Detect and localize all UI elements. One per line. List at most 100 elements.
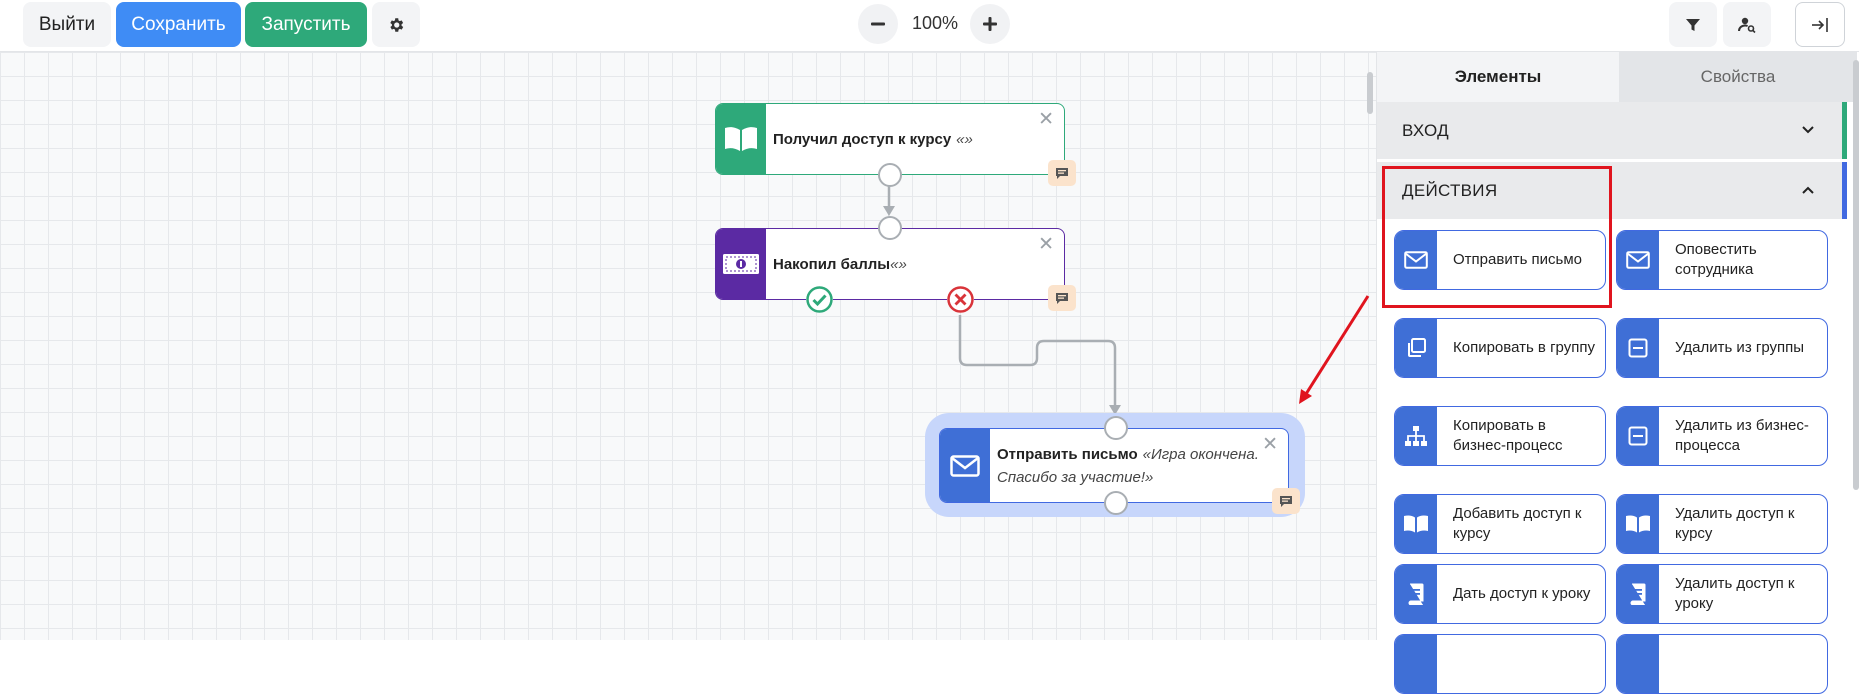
collapse-panel-button[interactable] <box>1795 2 1845 47</box>
output-port[interactable] <box>878 163 902 187</box>
node-text: Получил доступ к курсу «» <box>773 104 1038 174</box>
node-text: Накопил баллы «» <box>773 229 1038 299</box>
comment-icon <box>1280 495 1292 507</box>
input-port[interactable] <box>1104 416 1128 440</box>
node-title: Накопил баллы <box>773 255 891 273</box>
node-title: Получил доступ к курсу <box>773 130 952 148</box>
top-toolbar: Выйти Сохранить Запустить 100% <box>0 0 1859 52</box>
flow-node-course-access[interactable]: Получил доступ к курсу «» ✕ <box>715 103 1076 187</box>
minus-square-icon <box>1628 426 1648 446</box>
chevron-up-icon <box>1802 186 1814 194</box>
node-close-icon[interactable]: ✕ <box>1262 434 1278 455</box>
node-icon-box <box>940 429 990 502</box>
tab-elements[interactable]: Элементы <box>1377 52 1619 102</box>
action-icon-box <box>1395 495 1437 553</box>
action-send-email[interactable]: Отправить письмо <box>1394 230 1606 290</box>
elements-panel: Элементы Свойства ВХОД ДЕЙСТВИЯ Отправит… <box>1376 52 1859 694</box>
canvas-scrollbar[interactable] <box>1367 72 1373 114</box>
action-copy-to-group[interactable]: Копировать в группу <box>1394 318 1606 378</box>
node-detail: «» <box>956 130 973 148</box>
filter-button[interactable] <box>1669 2 1717 47</box>
envelope-icon <box>950 454 980 477</box>
node-close-icon[interactable]: ✕ <box>1038 234 1054 255</box>
action-remove-from-group[interactable]: Удалить из группы <box>1616 318 1828 378</box>
node-comment-button[interactable] <box>1048 285 1076 311</box>
action-copy-to-process[interactable]: Копировать в бизнес-процесс <box>1394 406 1606 466</box>
action-icon-box <box>1617 635 1659 693</box>
action-add-course-access[interactable]: Добавить доступ к курсу <box>1394 494 1606 554</box>
book-icon <box>725 127 757 151</box>
node-icon-box <box>716 229 766 299</box>
hierarchy-icon <box>1405 426 1427 446</box>
action-label: Удалить из бизнес-процесса <box>1675 417 1809 454</box>
panel-tabs: Элементы Свойства <box>1377 52 1857 102</box>
minus-square-icon <box>1628 338 1648 358</box>
tab-properties[interactable]: Свойства <box>1619 52 1857 102</box>
action-next-item[interactable] <box>1616 634 1828 694</box>
comment-icon <box>1056 292 1068 304</box>
action-icon-box <box>1395 407 1437 465</box>
node-comment-button[interactable] <box>1048 160 1076 186</box>
chevron-down-icon <box>1802 126 1814 134</box>
action-remove-lesson-access[interactable]: Удалить доступ к уроку <box>1616 564 1828 624</box>
copy-icon <box>1408 338 1426 357</box>
node-text: Отправить письмо«Игра окончена. Спасибо … <box>997 429 1262 502</box>
section-label: ВХОД <box>1402 120 1449 140</box>
panel-scrollbar[interactable] <box>1853 60 1859 490</box>
save-button[interactable]: Сохранить <box>116 2 241 47</box>
node-close-icon[interactable]: ✕ <box>1038 109 1054 130</box>
action-remove-from-process[interactable]: Удалить из бизнес-процесса <box>1616 406 1828 466</box>
workflow-canvas[interactable] <box>0 52 1376 640</box>
action-icon-box <box>1395 319 1437 377</box>
node-title: Отправить письмо <box>997 446 1138 463</box>
node-icon-box <box>716 104 766 174</box>
lesson-icon <box>1408 583 1424 605</box>
book-icon <box>1404 515 1428 533</box>
action-icon-box <box>1617 231 1659 289</box>
user-search-button[interactable] <box>1723 2 1771 47</box>
action-icon-box <box>1395 565 1437 623</box>
lesson-icon <box>1630 583 1646 605</box>
action-label: Оповестить сотрудника <box>1675 241 1757 278</box>
node-comment-button[interactable] <box>1272 488 1300 514</box>
flow-node-send-email[interactable]: Отправить письмо«Игра окончена. Спасибо … <box>939 416 1300 515</box>
section-entry[interactable]: ВХОД <box>1377 102 1847 159</box>
filter-icon <box>1686 18 1700 31</box>
action-label: Копировать в бизнес-процесс <box>1453 417 1563 454</box>
settings-button[interactable] <box>372 2 420 47</box>
action-grant-lesson-access[interactable]: Дать доступ к уроку <box>1394 564 1606 624</box>
envelope-icon <box>1404 251 1428 269</box>
action-icon-box <box>1617 407 1659 465</box>
comment-icon <box>1056 167 1068 179</box>
no-port[interactable] <box>947 286 974 313</box>
zoom-in-button[interactable] <box>970 4 1010 44</box>
plus-icon <box>983 17 997 31</box>
connectors <box>883 178 1370 415</box>
action-label: Удалить доступ к уроку <box>1675 575 1795 612</box>
action-remove-course-access[interactable]: Удалить доступ к курсу <box>1616 494 1828 554</box>
zoom-level: 100% <box>911 13 959 33</box>
action-icon-box <box>1395 231 1437 289</box>
action-label: Удалить доступ к курсу <box>1675 505 1795 542</box>
action-label: Добавить доступ к курсу <box>1453 505 1582 542</box>
book-icon <box>1626 515 1650 533</box>
zoom-out-button[interactable] <box>858 4 898 44</box>
highlight-annotation <box>1382 166 1612 308</box>
action-label: Удалить из группы <box>1675 339 1805 356</box>
action-label: Дать доступ к уроку <box>1453 585 1591 602</box>
action-icon-box <box>1617 495 1659 553</box>
envelope-icon <box>1626 251 1650 269</box>
run-button[interactable]: Запустить <box>245 2 367 47</box>
input-port[interactable] <box>878 216 902 240</box>
flow-node-points[interactable]: Накопил баллы «» ✕ <box>715 216 1076 313</box>
collapse-right-icon <box>1812 17 1828 32</box>
section-actions[interactable]: ДЕЙСТВИЯ <box>1377 162 1847 219</box>
action-notify-employee[interactable]: Оповестить сотрудника <box>1616 230 1828 290</box>
action-icon-box <box>1617 565 1659 623</box>
user-search-icon <box>1738 17 1756 33</box>
action-next-item[interactable] <box>1394 634 1606 694</box>
action-label: Копировать в группу <box>1453 339 1595 356</box>
output-port[interactable] <box>1104 491 1128 515</box>
yes-port[interactable] <box>806 286 833 313</box>
exit-button[interactable]: Выйти <box>23 2 111 47</box>
